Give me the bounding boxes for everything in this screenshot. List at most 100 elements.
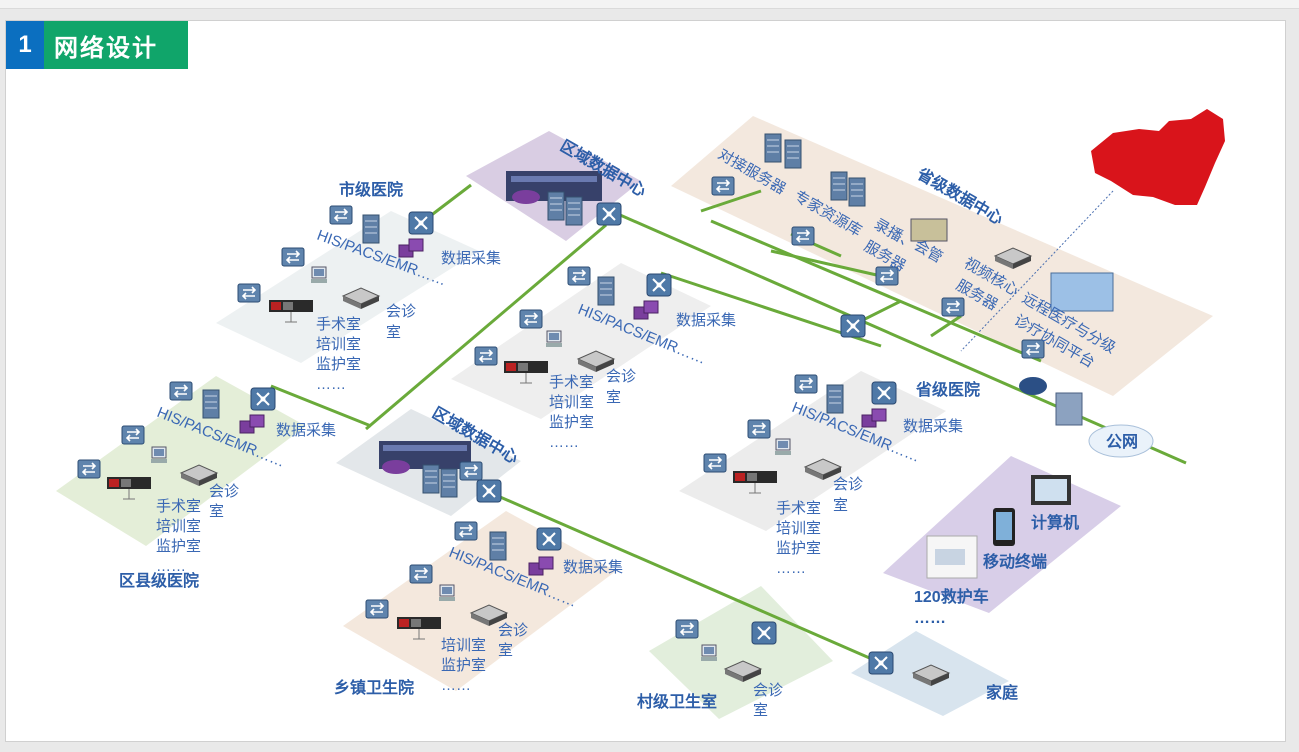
city-room: 培训室 — [316, 336, 361, 353]
city-room: …… — [316, 376, 346, 393]
township-zone — [343, 511, 616, 691]
city-collect-label: 数据采集 — [441, 250, 501, 267]
provincial-hospital-pc — [774, 438, 792, 456]
city-hospital-name: 市级医院 — [339, 180, 403, 199]
center-room: 监护室 — [549, 414, 594, 431]
county-hospital-switch — [121, 425, 145, 445]
provincial-consult-label: 室 — [833, 497, 848, 514]
county-hospital-router — [250, 387, 276, 411]
terminal-ambulance-label: 120救护车 — [914, 587, 989, 606]
city-hospital-router — [408, 211, 434, 235]
regional-dc-mid-server — [440, 468, 458, 498]
terminal-computer-label: 计算机 — [1031, 513, 1079, 532]
township-room: …… — [441, 677, 471, 694]
village-pc — [700, 644, 718, 662]
county-room: 手术室 — [156, 498, 201, 515]
center-collect-label: 数据采集 — [676, 312, 736, 329]
village-router — [751, 621, 777, 645]
provincial-room: 培训室 — [776, 520, 821, 537]
regional-dc-top-server — [547, 191, 565, 221]
section-title: 网络设计 — [44, 21, 188, 69]
township-pc — [438, 584, 456, 602]
network-diagram: 区域数据中心 省级数据中心 对接服务器 专家资源库 录播、 服务器 会管 视频核… — [56, 109, 1225, 719]
provincial-dc-zone — [671, 116, 1213, 396]
center-hospital-switch — [519, 309, 543, 329]
provincial-consult-label: 会诊 — [833, 476, 863, 493]
provincial-hospital-switch — [703, 453, 727, 473]
village-switch — [675, 619, 699, 639]
public-net-label: 公网 — [1106, 433, 1138, 451]
regional-dc-mid-router — [382, 460, 410, 474]
township-switch — [365, 599, 389, 619]
township-consult-label: 室 — [498, 642, 513, 659]
center-room: …… — [549, 434, 579, 451]
village-name: 村级卫生室 — [637, 692, 717, 711]
terminal-more-label: …… — [914, 610, 946, 627]
township-room: 培训室 — [441, 637, 486, 654]
city-room: 手术室 — [316, 316, 361, 333]
center-hospital-server — [597, 276, 615, 306]
provincial-hospital-switch — [747, 419, 771, 439]
township-switch — [409, 564, 433, 584]
county-hospital-switch — [77, 459, 101, 479]
regional-dc-mid-switch — [459, 461, 483, 481]
provincial-dc-switch — [711, 176, 735, 196]
telemedicine-platform-icon — [1050, 272, 1114, 312]
internet-router-icon — [1019, 377, 1047, 395]
county-hospital-zone — [56, 376, 306, 546]
county-collect-label: 数据采集 — [276, 422, 336, 439]
township-collect-label: 数据采集 — [563, 559, 623, 576]
center-hospital-pc — [545, 330, 563, 348]
township-room: 监护室 — [441, 657, 486, 674]
city-hospital-pc — [310, 266, 328, 284]
top-strip — [0, 0, 1299, 9]
county-consult-label: 会诊 — [209, 483, 239, 500]
township-name: 乡镇卫生院 — [334, 678, 414, 697]
china-map-pointer — [960, 190, 1114, 352]
center-hospital-switch — [474, 346, 498, 366]
terminal-mobile-label: 移动终端 — [983, 552, 1047, 571]
cloud-icon — [1088, 424, 1154, 458]
provincial-dc-core-router — [840, 314, 866, 338]
provincial-room: …… — [776, 560, 806, 577]
county-hospital-switch — [169, 381, 193, 401]
regional-dc-top-core-switch — [596, 202, 622, 226]
provincial-hospital-name: 省级医院 — [915, 380, 980, 399]
township-router — [536, 527, 562, 551]
county-room: …… — [156, 558, 186, 575]
home-name: 家庭 — [986, 683, 1018, 702]
expert-db-server-icon — [830, 171, 848, 201]
township-consult-label: 会诊 — [498, 622, 528, 639]
provincial-hospital-router — [871, 381, 897, 405]
firewall-icon — [1055, 392, 1083, 426]
regional-dc-top-server — [565, 196, 583, 226]
city-room: 监护室 — [316, 356, 361, 373]
township-switch — [454, 521, 478, 541]
city-hospital-switch — [329, 205, 353, 225]
village-consult-label: 室 — [753, 702, 768, 719]
county-room: 培训室 — [156, 518, 201, 535]
provincial-hospital-switch — [794, 374, 818, 394]
village-consult-label: 会诊 — [753, 682, 783, 699]
county-room: 监护室 — [156, 538, 201, 555]
docking-server-icon — [764, 133, 782, 163]
center-room: 手术室 — [549, 374, 594, 391]
expert-db-server-icon — [848, 177, 866, 207]
county-hospital-name: 区县级医院 — [119, 571, 199, 590]
provincial-room: 监护室 — [776, 540, 821, 557]
city-consult-label: 会诊 — [386, 303, 416, 320]
slide-canvas: 1 网络设计 — [5, 20, 1286, 742]
center-consult-label: 室 — [606, 389, 621, 406]
provincial-room: 手术室 — [776, 500, 821, 517]
provincial-dc-switch — [941, 297, 965, 317]
provincial-dc-switch — [791, 226, 815, 246]
docking-server-icon — [784, 139, 802, 169]
recording-server-icon — [910, 218, 948, 242]
city-consult-label: 室 — [386, 324, 401, 341]
center-consult-label: 会诊 — [606, 368, 636, 385]
city-hospital-switch — [237, 283, 261, 303]
county-consult-label: 室 — [209, 503, 224, 520]
provincial-hospital-server — [826, 384, 844, 414]
county-hospital-pc — [150, 446, 168, 464]
city-hospital-switch — [281, 247, 305, 267]
